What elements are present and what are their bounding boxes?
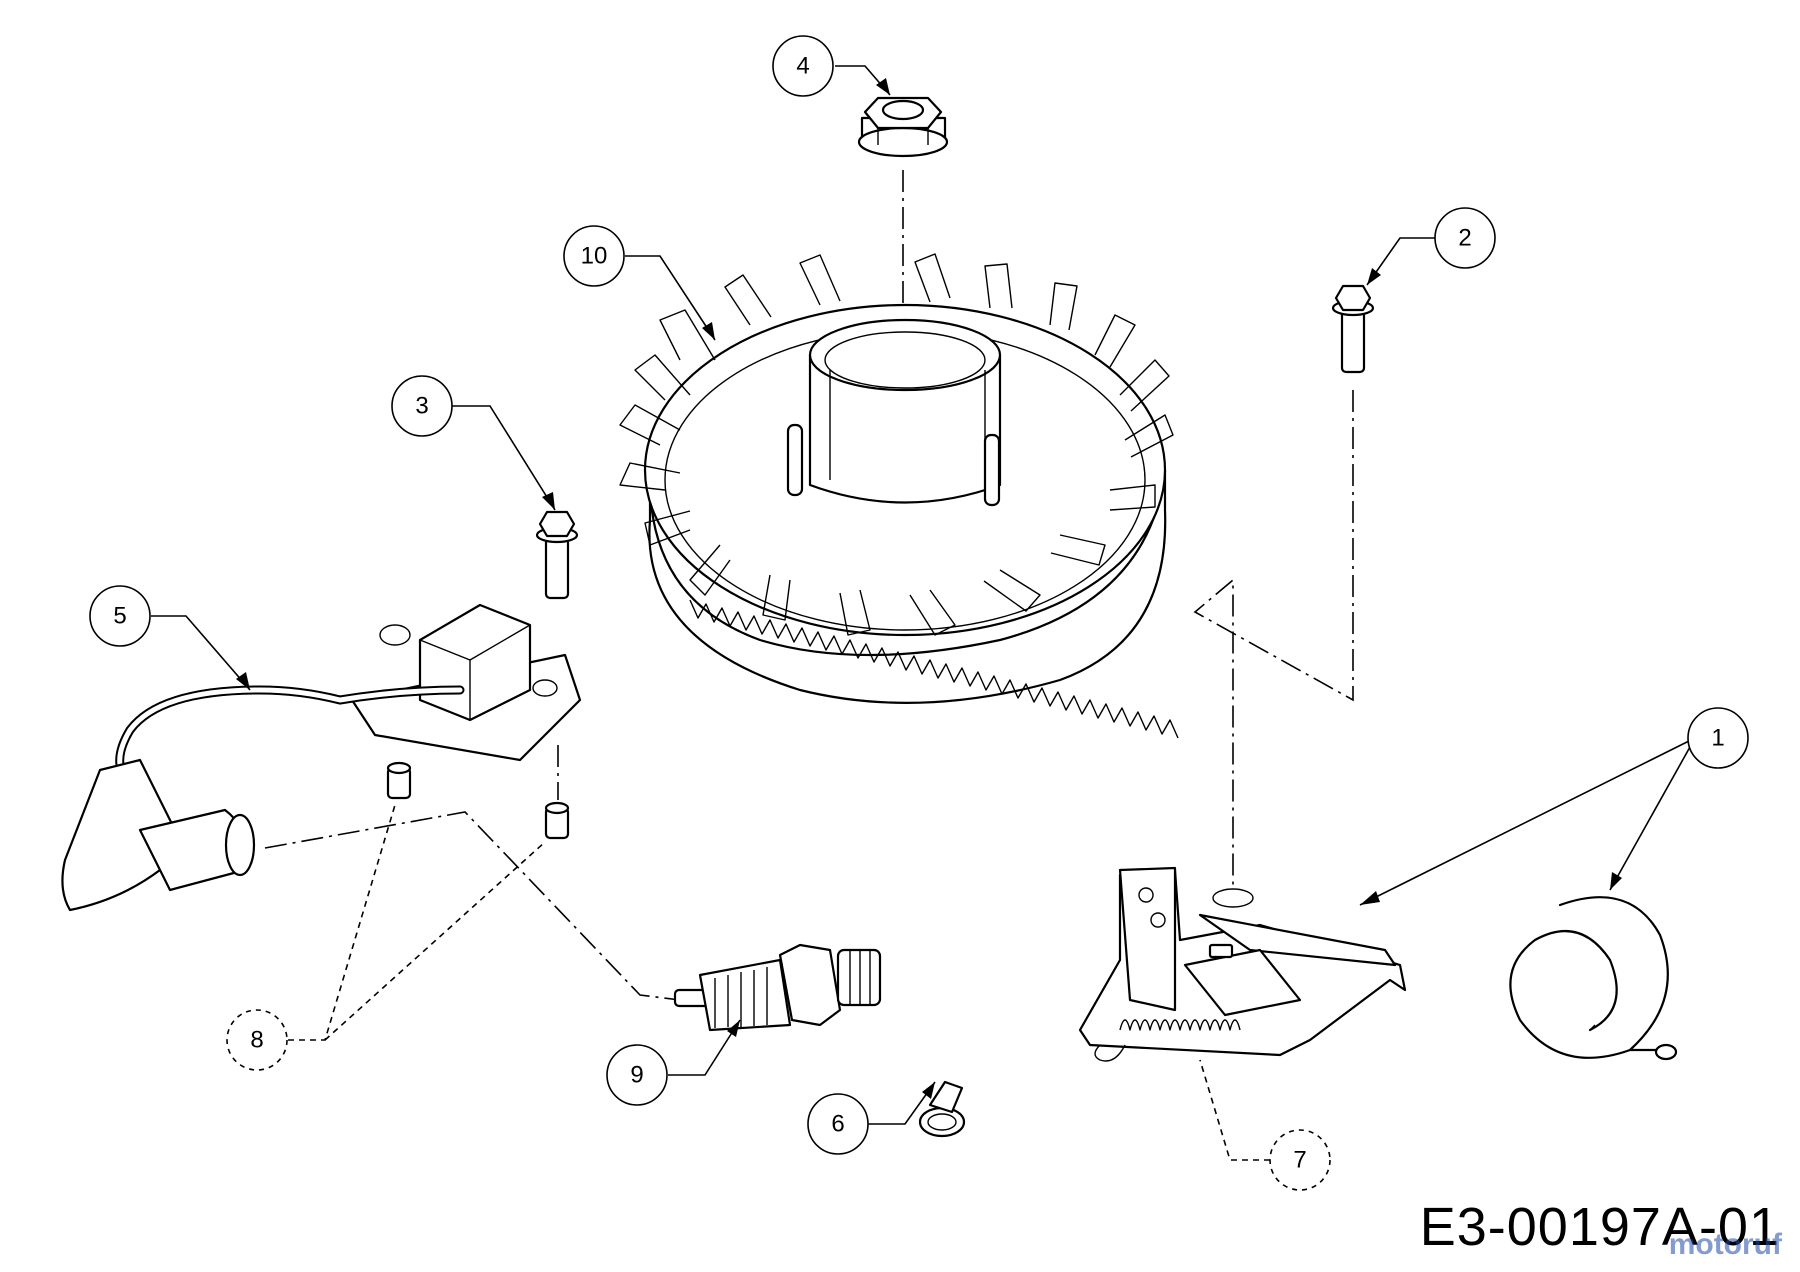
brake-switch-bracket: [1078, 866, 1407, 1062]
callout-4: 4: [772, 35, 834, 97]
callout-10: 10: [563, 225, 625, 287]
drawing-code: E3-00197A-01: [1419, 1197, 1780, 1257]
callout-5: 5: [89, 585, 151, 647]
callout-6: 6: [807, 1093, 869, 1155]
leader-lines: [151, 65, 1696, 1161]
callout-6-label: 6: [831, 1111, 844, 1138]
callout-4-label: 4: [796, 53, 809, 80]
callout-1-label: 1: [1711, 725, 1724, 752]
hex-bolt-3: [535, 510, 579, 600]
callout-2-label: 2: [1458, 225, 1471, 252]
callout-3-label: 3: [415, 393, 428, 420]
callout-7-label: 7: [1293, 1147, 1306, 1174]
callout-9: 9: [606, 1044, 668, 1106]
flywheel: [619, 253, 1179, 739]
callout-10-label: 10: [581, 243, 608, 270]
torsion-spring: [1509, 896, 1678, 1061]
callout-2: 2: [1434, 207, 1496, 269]
callout-3: 3: [391, 375, 453, 437]
flywheel-nut: [857, 96, 949, 158]
assembly-centerlines: [264, 170, 1354, 1001]
hex-bolt-2: [1331, 284, 1375, 374]
dowel-pins: [386, 761, 570, 840]
callout-7: 7: [1269, 1129, 1331, 1191]
ignition-coil: [61, 603, 582, 912]
hose-clamp: [918, 1080, 966, 1138]
callout-9-label: 9: [630, 1062, 643, 1089]
spark-plug: [673, 943, 882, 1032]
callout-5-label: 5: [113, 603, 126, 630]
callout-1: 1: [1687, 707, 1749, 769]
callout-8-label: 8: [250, 1027, 263, 1054]
watermark-logo: motoruf: [1668, 1228, 1782, 1261]
callout-8: 8: [226, 1009, 288, 1071]
